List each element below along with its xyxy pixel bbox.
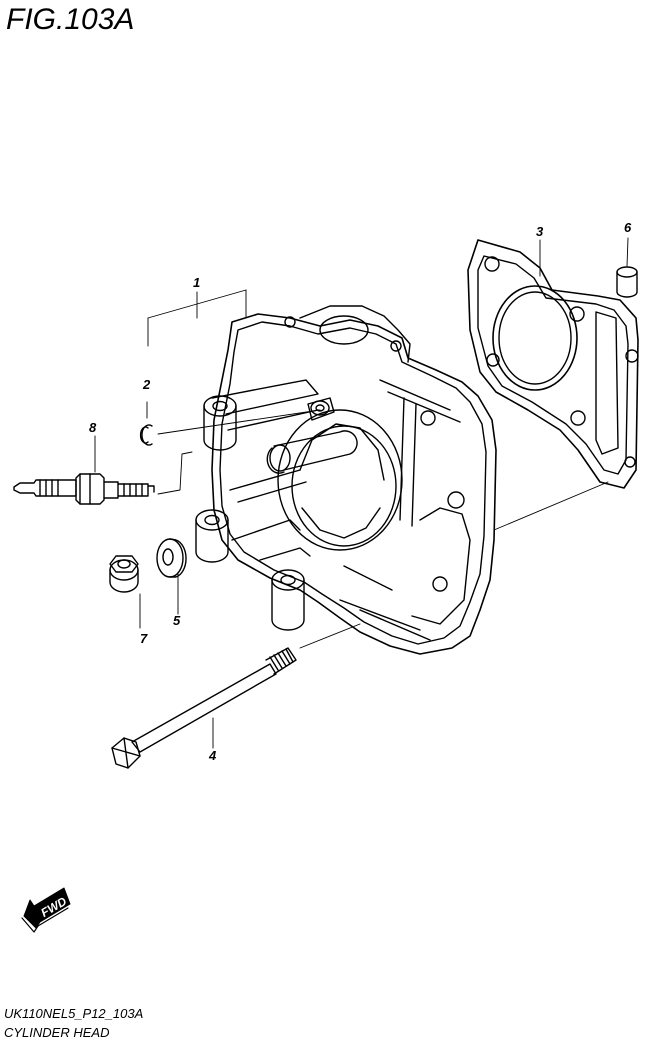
- diagram-code: UK110NEL5_P12_103A: [4, 1006, 144, 1021]
- callout-3: 3: [536, 224, 544, 239]
- spark-plug: [13, 473, 155, 505]
- callout-2: 2: [142, 377, 151, 392]
- diagram-name: CYLINDER HEAD: [4, 1025, 110, 1040]
- flange-nut: [109, 555, 139, 593]
- leader-lines: [94, 239, 609, 749]
- fwd-arrow-icon: FWD: [21, 887, 71, 933]
- stud-bolt: [111, 647, 297, 769]
- callout-5: 5: [173, 613, 181, 628]
- callout-4: 4: [208, 748, 217, 763]
- washer: [156, 538, 187, 578]
- callout-8: 8: [89, 420, 97, 435]
- o-ring: [139, 424, 153, 446]
- callout-7: 7: [140, 631, 148, 646]
- dowel-pin: [616, 237, 638, 298]
- figure-title: FIG.103A: [6, 3, 135, 36]
- cylinder-head: [195, 305, 497, 655]
- callout-6: 6: [624, 220, 632, 235]
- cylinder-head-gasket: [467, 239, 639, 489]
- callout-1: 1: [193, 275, 200, 290]
